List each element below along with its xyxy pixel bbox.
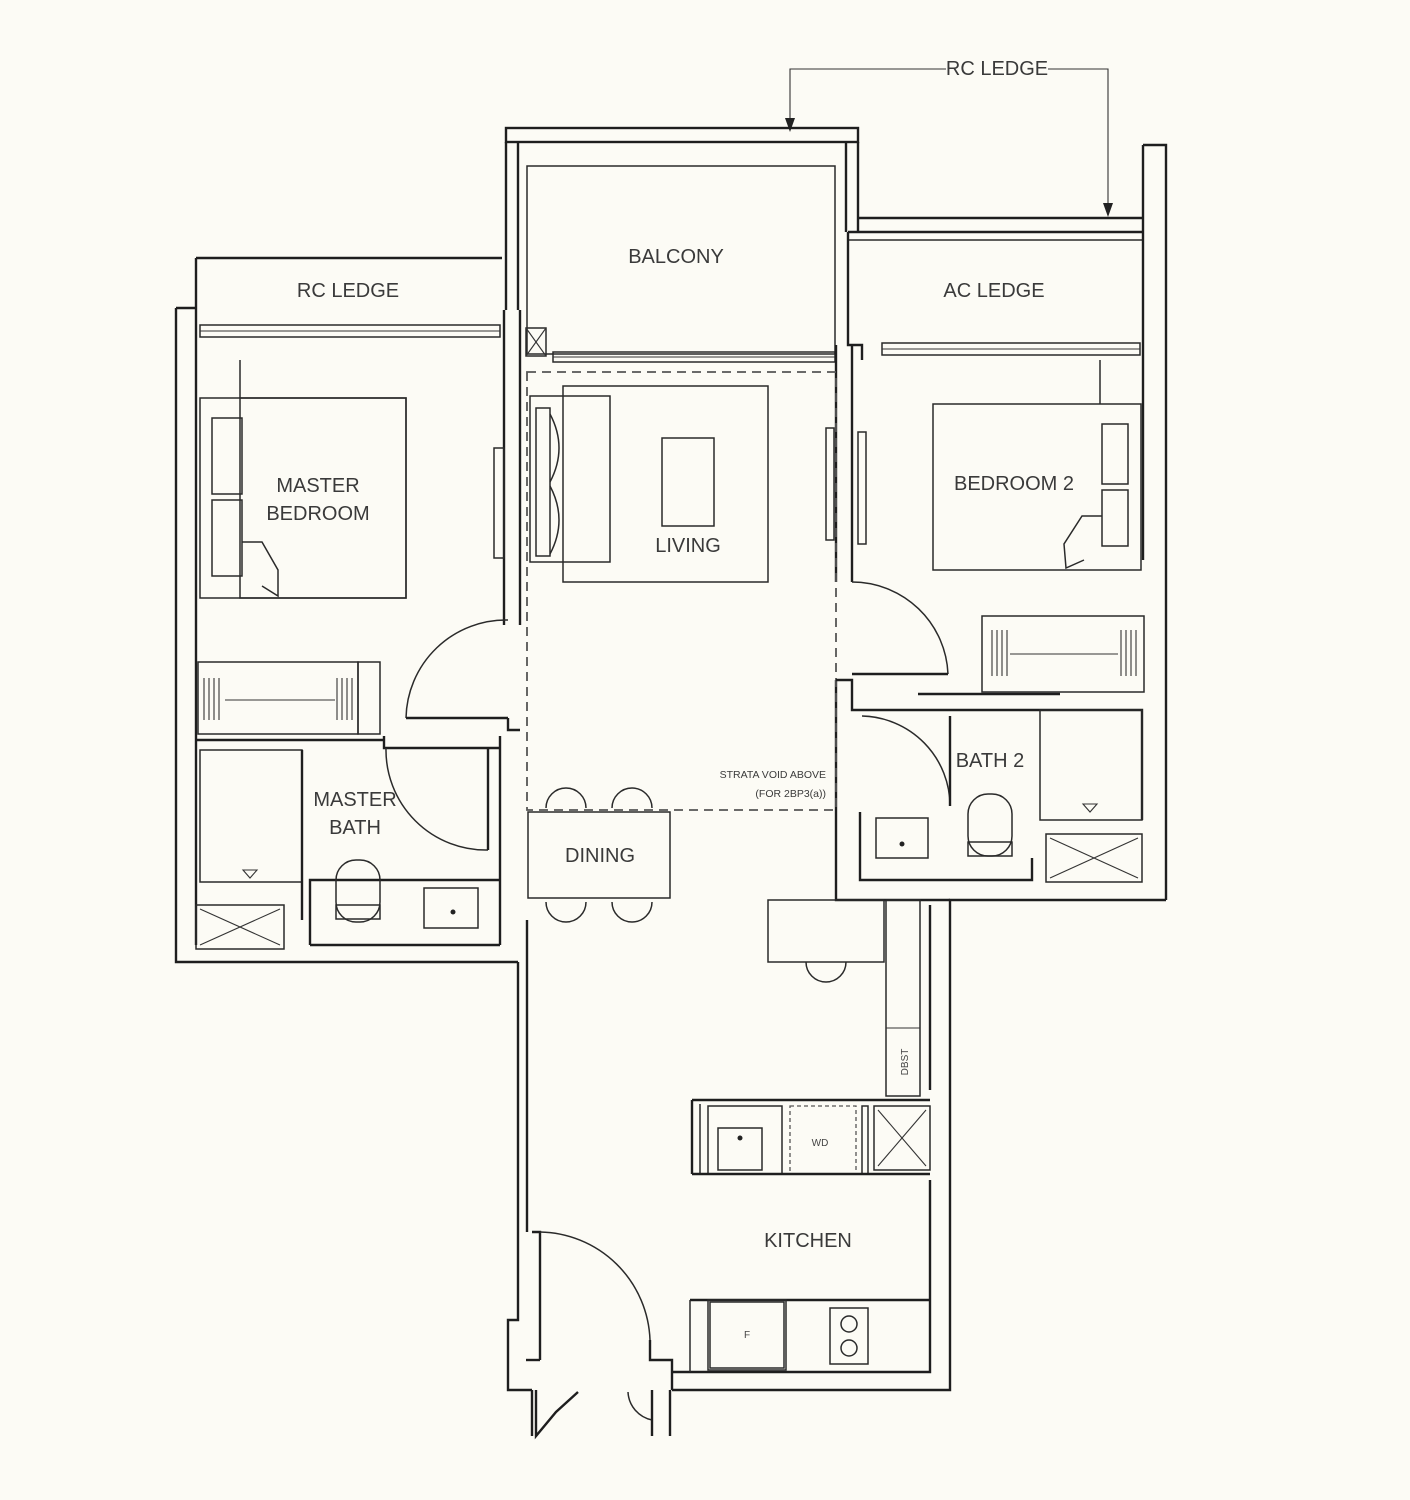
living-label: LIVING [655, 535, 721, 557]
rc-ledge-left-area: RC LEDGE [176, 256, 502, 338]
dbst-label: DBST [900, 1049, 911, 1076]
rc-ledge-left-label: RC LEDGE [297, 280, 399, 302]
master-bath-label-1: MASTER [313, 789, 396, 811]
strata-void-label-1: STRATA VOID ABOVE [720, 769, 826, 781]
outer-walls [174, 308, 1166, 1392]
dining-label: DINING [565, 845, 635, 867]
dining-area: DINING [527, 787, 671, 923]
fridge-label: F [744, 1330, 750, 1341]
entrance-doors [526, 1230, 674, 1440]
balcony-label: BALCONY [628, 246, 724, 268]
bedroom2-label: BEDROOM 2 [954, 473, 1074, 495]
ac-ledge-label: AC LEDGE [943, 280, 1044, 302]
wd-label: WD [812, 1138, 829, 1149]
bedroom-2: BEDROOM 2 [836, 360, 1145, 712]
rc-ledge-top-label: RC LEDGE [946, 58, 1048, 80]
balcony-area: BALCONY [504, 126, 860, 363]
strata-void-label-2: (FOR 2BP3(a)) [755, 788, 826, 800]
master-bath: MASTER BATH [195, 736, 502, 950]
master-bedroom-label-2: BEDROOM [266, 503, 369, 525]
master-bedroom: MASTER BEDROOM [197, 360, 520, 735]
ac-ledge-area: AC LEDGE [846, 143, 1168, 900]
kitchen-label: KITCHEN [764, 1230, 852, 1252]
living-area: LIVING STRATA VOID ABOVE (FOR 2BP3(a)) [526, 371, 867, 811]
master-bedroom-label-1: MASTER [276, 475, 359, 497]
master-bath-label-2: BATH [329, 817, 381, 839]
rc-ledge-callout: RC LEDGE [785, 58, 1113, 217]
bath-2: BATH 2 [858, 708, 1144, 883]
bath2-label: BATH 2 [956, 750, 1025, 772]
kitchen-area: DBST WD KITCHEN F [689, 899, 931, 1372]
